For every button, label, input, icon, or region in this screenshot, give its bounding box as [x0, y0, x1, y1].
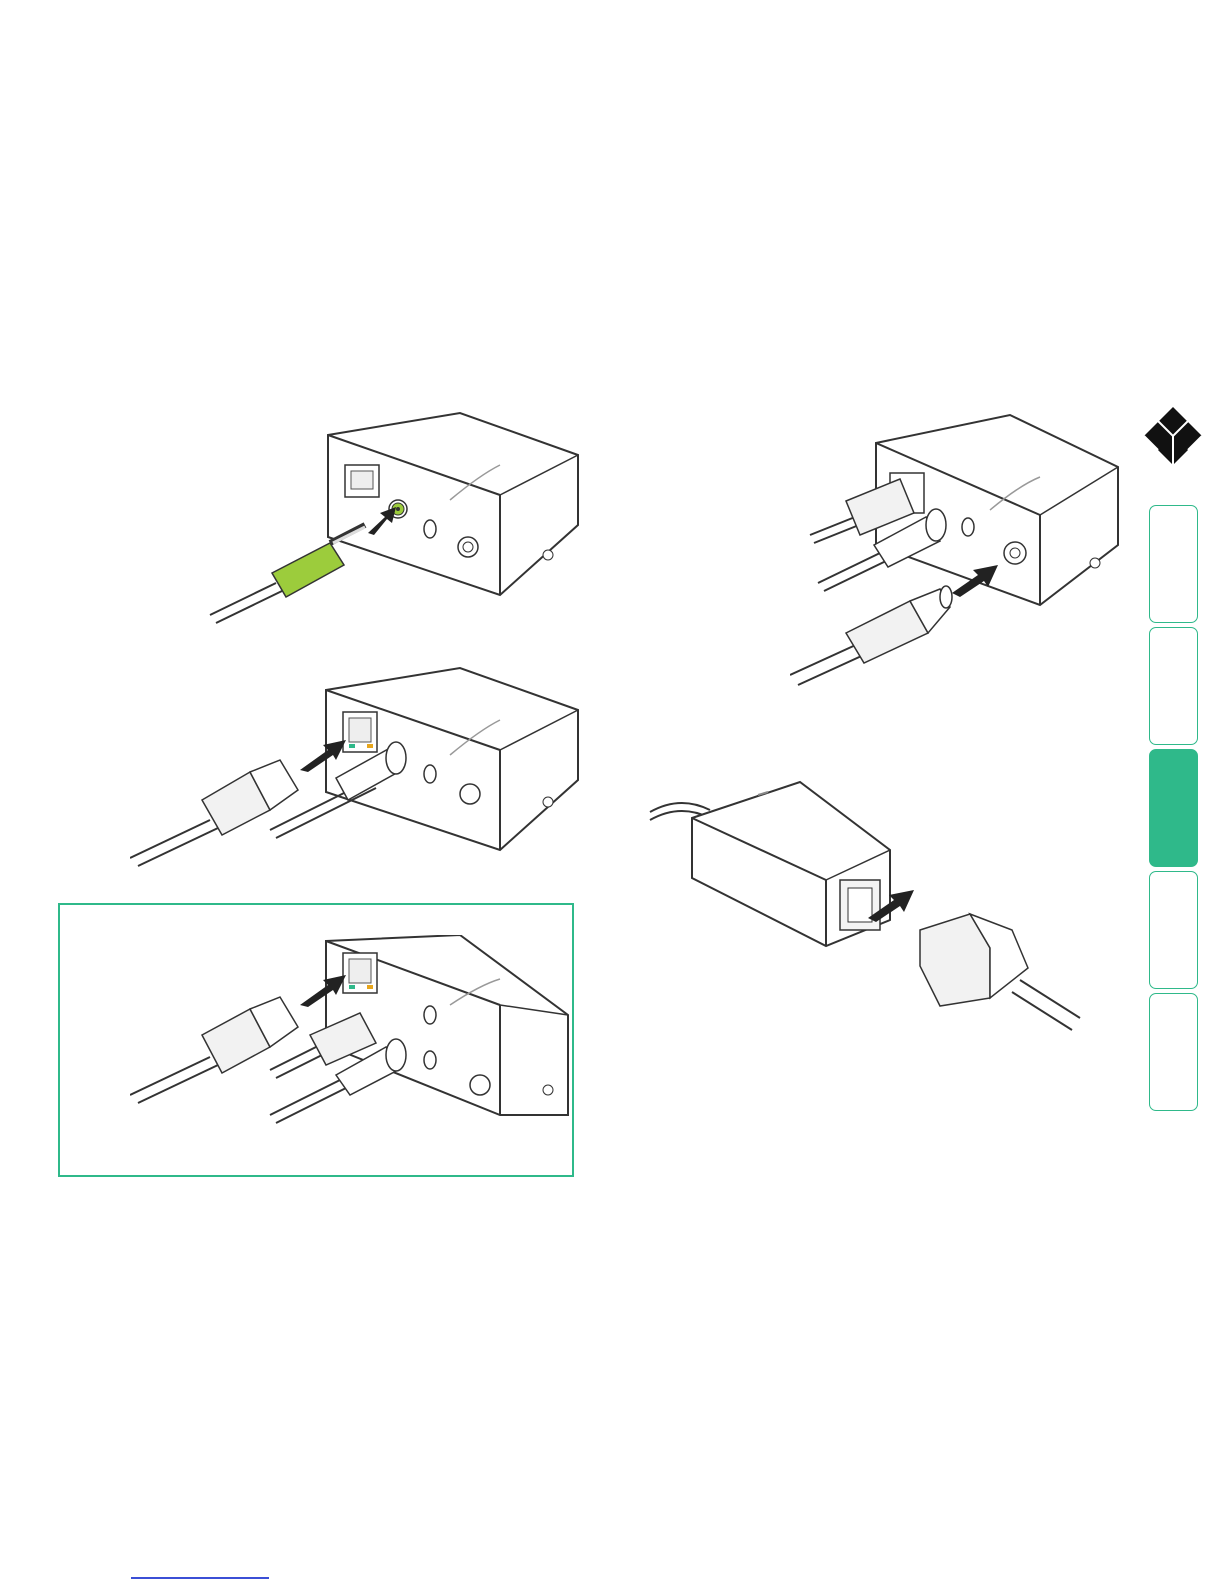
- black-box-diamond-logo: [1144, 407, 1202, 465]
- section-tab-3[interactable]: [1149, 749, 1198, 867]
- rj45-link-illustration: [130, 660, 580, 880]
- section-tab-1[interactable]: [1149, 505, 1198, 623]
- audio-jack-illustration: [200, 405, 580, 635]
- section-tab-2[interactable]: [1149, 627, 1198, 745]
- section-tab-4[interactable]: [1149, 871, 1198, 989]
- section-tab-5[interactable]: [1149, 993, 1198, 1111]
- rj45-daisy-chain-illustration: [130, 935, 570, 1135]
- dc-power-illustration: [790, 405, 1120, 695]
- link-underline[interactable]: [131, 1577, 269, 1579]
- psu-mains-illustration: [640, 770, 1090, 1035]
